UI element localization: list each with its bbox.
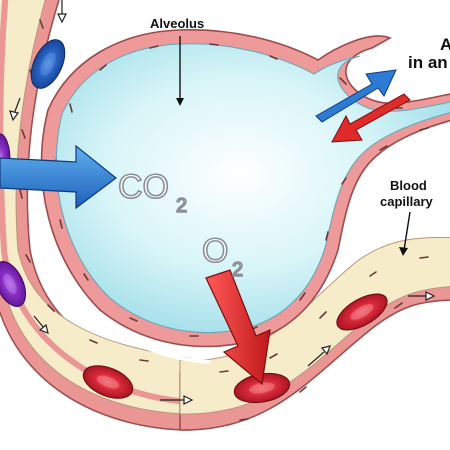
o2-subscript: 2 — [232, 259, 243, 281]
oxygenated-cell — [82, 365, 134, 399]
co2-arrow — [0, 144, 117, 210]
alveolus-label: Alveolus — [150, 16, 204, 31]
oxygenated-cell — [336, 293, 388, 331]
alveolus — [40, 28, 450, 348]
air-flow-arrows — [315, 69, 411, 143]
blood-label-line1: Blood — [390, 178, 427, 193]
red-blood-cells — [0, 39, 388, 404]
air-label-line2: in an — [408, 53, 448, 72]
blood-label-line2: capillary — [380, 194, 434, 209]
capillary-pointer — [399, 211, 411, 256]
co2-label: CO — [118, 168, 169, 206]
air-out-arrow — [315, 69, 397, 123]
deoxygenated-cell-blue — [30, 39, 66, 89]
blood-flow-arrows — [9, 0, 436, 405]
air-in-arrow — [331, 93, 411, 143]
air-label-line1: A — [440, 35, 450, 54]
o2-label: O — [202, 232, 228, 270]
deoxygenated-cell-purple — [0, 261, 27, 307]
co2-subscript: 2 — [176, 195, 187, 217]
alveolus-pointer — [176, 36, 184, 106]
o2-arrow — [205, 269, 271, 386]
